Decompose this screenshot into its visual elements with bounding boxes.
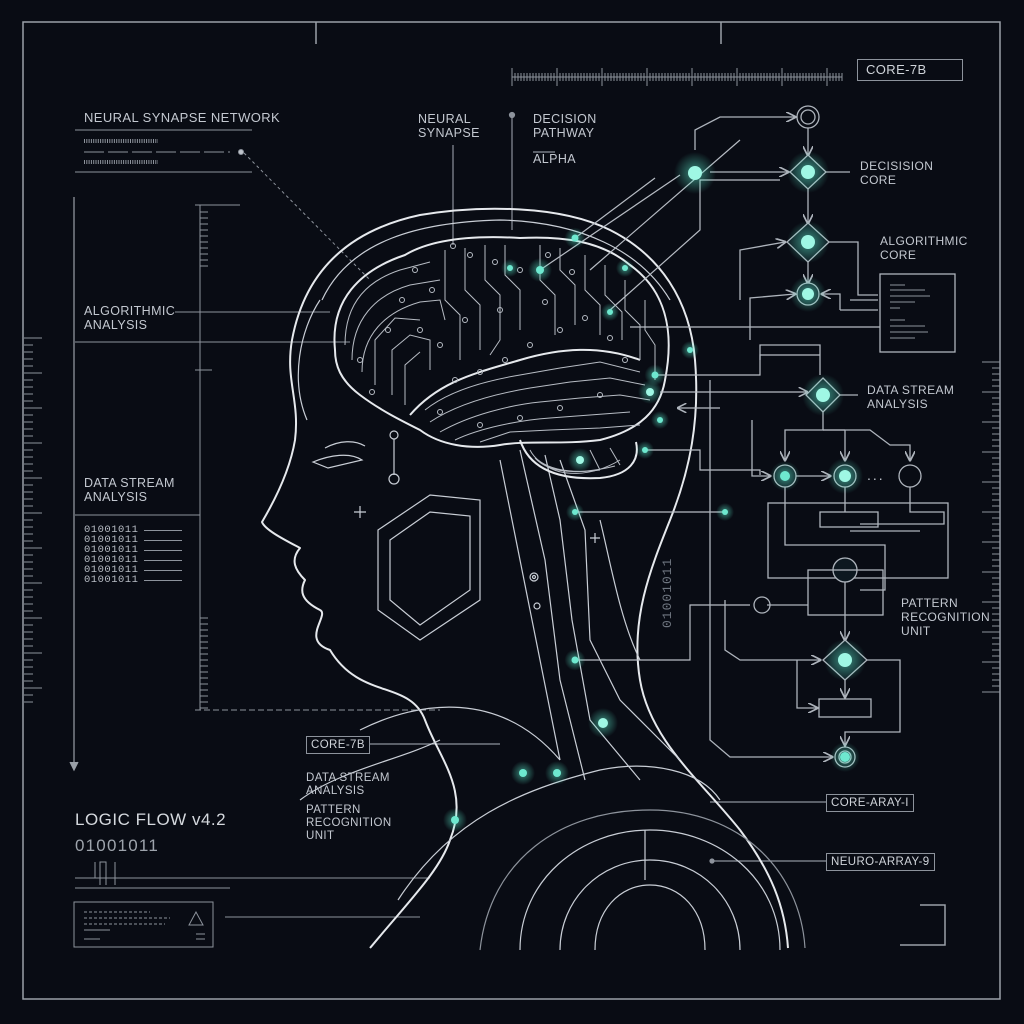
network-title: NEURAL SYNAPSE NETWORK: [84, 110, 281, 125]
data-stream-analysis-lower-label: DATA STREAM ANALYSIS: [306, 772, 390, 797]
right-ruler: [982, 350, 1001, 693]
brain-circuits: [344, 243, 656, 474]
pattern-recognition-lower-label: PATTERN RECOGNITION UNIT: [306, 804, 392, 842]
brain-outline: [333, 236, 670, 480]
algorithmic-analysis-label: ALGORITHMIC ANALYSIS: [84, 304, 176, 332]
left-ruler: [24, 337, 42, 703]
neural-synapse-label: NEURAL SYNAPSE: [418, 112, 480, 140]
flow-diagram: [694, 105, 956, 768]
alpha-label: ALPHA: [533, 152, 576, 166]
binary-list: 01001011 01001011 01001011 01001011 0100…: [84, 525, 183, 585]
decision-core-label: DECISISION CORE: [860, 159, 934, 187]
flow-ellipsis: ...: [867, 467, 885, 483]
core-array-badge: CORE-ARAY-I: [826, 794, 914, 812]
footer-binary: 01001011: [75, 836, 159, 855]
neuro-array-badge: NEURO-ARRAY-9: [826, 853, 935, 871]
head-outline: [261, 207, 789, 949]
glowing-nodes: [443, 151, 866, 832]
pattern-recognition-right-label: PATTERN RECOGNITION UNIT: [901, 596, 991, 638]
algorithmic-core-label: ALGORITHMIC CORE: [880, 234, 968, 262]
data-stream-analysis-left-label: DATA STREAM ANALYSIS: [84, 476, 175, 504]
core-7b-badge: CORE-7B: [857, 59, 963, 81]
top-ruler: [511, 68, 843, 86]
logic-flow-title: LOGIC FLOW v4.2: [75, 810, 227, 829]
data-stream-analysis-right-label: DATA STREAM ANALYSIS: [867, 383, 955, 411]
core-7b-lower-badge: CORE-7B: [306, 736, 370, 754]
decision-pathway-label: DECISION PATHWAY: [533, 112, 597, 140]
vertical-binary: 01001011: [660, 557, 675, 628]
